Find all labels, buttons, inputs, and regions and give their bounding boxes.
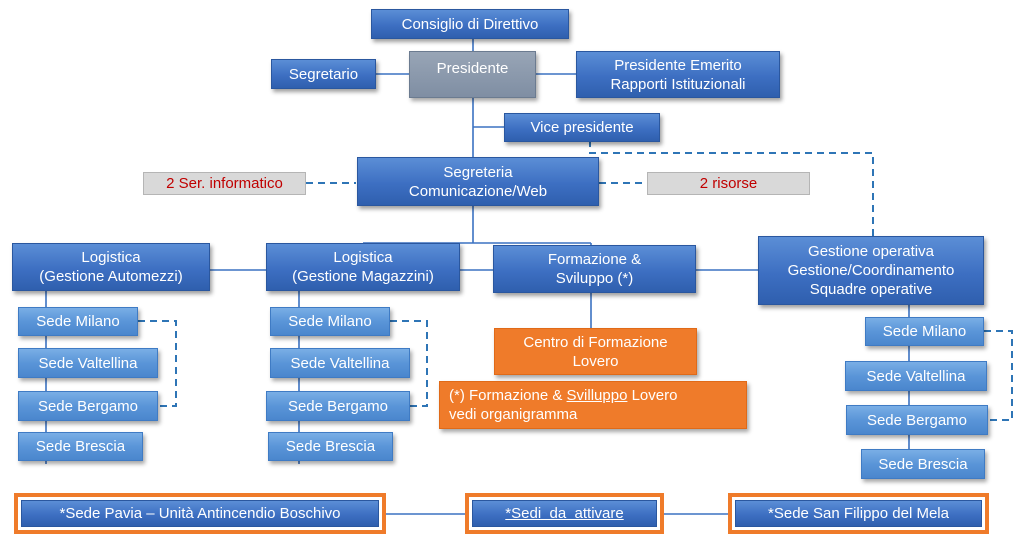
sede-pavia-label: *Sede Pavia – Unità Antincendio Boschivo (59, 505, 341, 522)
operativa-sede-milano: Sede Milano (865, 317, 984, 346)
sede-label: Sede Brescia (878, 455, 968, 473)
formazione-sviluppo-box: Formazione & Sviluppo (*) (493, 245, 696, 293)
sede-label: Sede Valtellina (866, 367, 966, 385)
sede-san-filippo-label: *Sede San Filippo del Mela (768, 505, 949, 522)
sede-pavia-box: *Sede Pavia – Unità Antincendio Boschivo (21, 500, 379, 527)
formazione-note-box: (*) Formazione & Svilluppo Lovero vedi o… (439, 381, 747, 429)
automezzi-sede-valtellina: Sede Valtellina (18, 348, 158, 378)
sede-label: Sede Bergamo (37, 397, 139, 415)
ser-informatico-box: 2 Ser. informatico (143, 172, 306, 195)
sede-label: Sede Milano (882, 323, 967, 340)
presidente-emerito-label: Presidente Emerito (614, 56, 742, 74)
gestione-operativa-title: Gestione operativa (808, 243, 934, 260)
magazzini-sede-bergamo: Sede Bergamo (266, 391, 410, 421)
note-text: (*) Formazione & (449, 387, 567, 404)
operativa-sede-brescia: Sede Brescia (861, 449, 985, 479)
consiglio-direttivo-box: Consiglio di Direttivo (371, 9, 569, 39)
risorse-label: 2 risorse (699, 175, 758, 192)
segreteria-box: Segreteria Comunicazione/Web (357, 157, 599, 206)
vice-presidente-label: Vice presidente (530, 119, 634, 136)
centro-formazione-title: Centro di Formazione (523, 333, 668, 351)
risorse-box: 2 risorse (647, 172, 810, 195)
presidente-emerito-box: Presidente Emerito Rapporti Istituzional… (576, 51, 780, 98)
rapporti-istituzionali-label: Rapporti Istituzionali (610, 75, 746, 93)
sedi-da-attivare-frame: *Sedi da attivare (465, 493, 664, 534)
vice-presidente-box: Vice presidente (504, 113, 660, 142)
sede-label: Sede Milano (288, 313, 372, 330)
gestione-operativa-box: Gestione operativa Gestione/Coordinament… (758, 236, 984, 305)
automezzi-sede-milano: Sede Milano (18, 307, 138, 336)
sedi-da-attivare-label: *Sedi da attivare (505, 505, 624, 522)
formazione-sviluppo-subtitle: Sviluppo (*) (555, 270, 634, 287)
sede-label: Sede Bergamo (866, 411, 968, 429)
consiglio-direttivo-label: Consiglio di Direttivo (401, 15, 539, 33)
sede-label: Sede Valtellina (38, 354, 138, 372)
automezzi-sede-brescia: Sede Brescia (18, 432, 143, 461)
logistica-magazzini-subtitle: (Gestione Magazzini) (292, 268, 434, 285)
magazzini-sede-valtellina: Sede Valtellina (270, 348, 410, 378)
ser-informatico-label: 2 Ser. informatico (166, 175, 283, 192)
note-text: Lovero (627, 387, 678, 404)
sede-label: Sede Milano (36, 313, 120, 330)
squadre-operative-label: Squadre operative (809, 281, 933, 298)
segretario-label: Segretario (288, 65, 359, 83)
logistica-automezzi-box: Logistica (Gestione Automezzi) (12, 243, 210, 291)
operativa-sede-valtellina: Sede Valtellina (845, 361, 987, 391)
formazione-sviluppo-title: Formazione & (547, 251, 642, 268)
operativa-sede-bergamo: Sede Bergamo (846, 405, 988, 435)
centro-formazione-place: Lovero (572, 352, 619, 370)
sede-label: Sede Bergamo (287, 397, 389, 415)
segreteria-label: Segreteria (443, 163, 513, 181)
sede-label: Sede Brescia (35, 438, 126, 455)
segretario-box: Segretario (271, 59, 376, 89)
logistica-magazzini-box: Logistica (Gestione Magazzini) (266, 243, 460, 291)
magazzini-sede-brescia: Sede Brescia (268, 432, 393, 461)
note-underlined-text: Svilluppo (566, 387, 628, 404)
logistica-magazzini-title: Logistica (333, 249, 393, 266)
formazione-note-line1: (*) Formazione & Svilluppo Lovero (449, 386, 677, 405)
sede-san-filippo-frame: *Sede San Filippo del Mela (728, 493, 989, 534)
sedi-da-attivare-box: *Sedi da attivare (472, 500, 657, 527)
gestione-coordinamento-label: Gestione/Coordinamento (787, 262, 955, 279)
presidente-label: Presidente (436, 60, 509, 77)
sede-label: Sede Brescia (285, 438, 376, 455)
comunicazione-web-label: Comunicazione/Web (408, 182, 548, 200)
sede-pavia-frame: *Sede Pavia – Unità Antincendio Boschivo (14, 493, 386, 534)
sede-san-filippo-box: *Sede San Filippo del Mela (735, 500, 982, 527)
sede-label: Sede Valtellina (290, 354, 390, 372)
logistica-automezzi-subtitle: (Gestione Automezzi) (39, 268, 183, 285)
automezzi-sede-bergamo: Sede Bergamo (18, 391, 158, 421)
formazione-note-line2: vedi organigramma (449, 406, 578, 423)
logistica-automezzi-title: Logistica (81, 249, 141, 266)
presidente-box: Presidente (409, 51, 536, 98)
centro-formazione-box: Centro di Formazione Lovero (494, 328, 697, 375)
magazzini-sede-milano: Sede Milano (270, 307, 390, 336)
